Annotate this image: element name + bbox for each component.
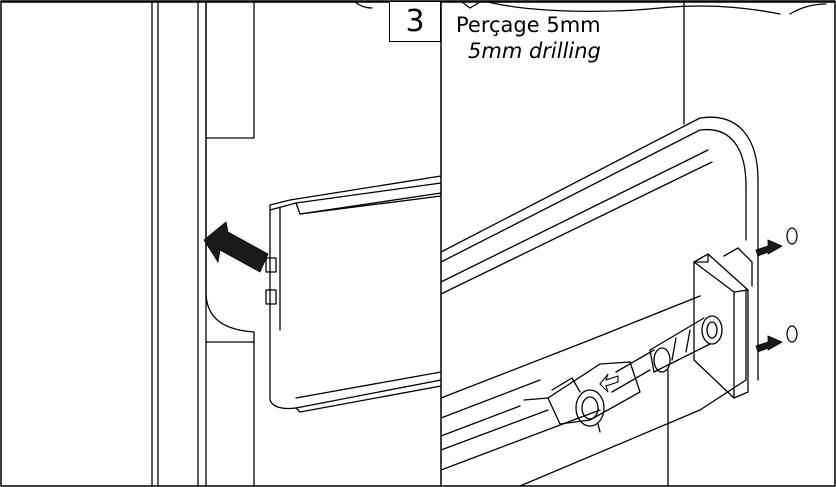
drill-hole-icon [786, 325, 798, 343]
rotate-arrow-icon [599, 373, 619, 393]
push-arrow-icon [203, 221, 269, 273]
mounting-bracket [693, 247, 753, 399]
clip-tab [265, 289, 277, 305]
step-caption: Perçage 5mm 5mm drilling [456, 12, 601, 64]
plinth-profile-right [440, 116, 759, 487]
clip-lever [523, 361, 641, 433]
upper-door-panel [205, 1, 255, 139]
drill-hole-icon [786, 227, 798, 245]
clip-tab [265, 257, 277, 273]
side-panel-outline [205, 139, 255, 487]
drill-arrow-icon [755, 239, 783, 257]
caption-english: 5mm drilling [468, 39, 601, 63]
step-number-box: 3 [389, 2, 441, 42]
right-panel [440, 1, 759, 487]
caption-french: Perçage 5mm [456, 13, 601, 37]
step-number: 3 [405, 4, 425, 39]
top-edge-detail [354, 1, 827, 15]
left-panel [151, 1, 442, 487]
drill-arrow-icon [755, 335, 783, 353]
plinth-profile-left [265, 175, 442, 413]
fixing-pin [611, 315, 723, 393]
